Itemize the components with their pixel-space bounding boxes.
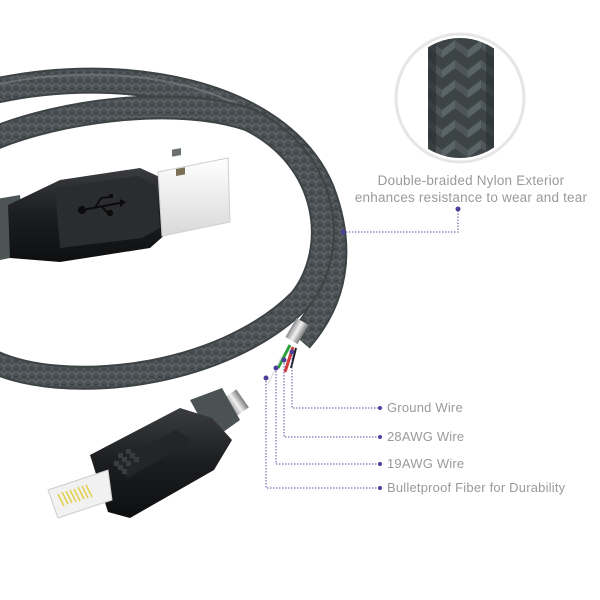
exterior-callout: Double-braided Nylon Exterior enhances r… — [340, 172, 600, 206]
28awg-wire-label: 28AWG Wire — [387, 429, 465, 444]
usb-symbol-icon — [78, 194, 126, 217]
usb-a-connector — [8, 148, 231, 262]
braid-magnifier — [394, 32, 526, 164]
bulletproof-fiber-label: Bulletproof Fiber for Durability — [387, 480, 566, 495]
19awg-wire-label: 19AWG Wire — [387, 456, 465, 471]
exterior-callout-line2: enhances resistance to wear and tear — [354, 190, 588, 205]
exterior-callout-line1: Double-braided Nylon Exterior — [377, 173, 565, 188]
ground-wire-label: Ground Wire — [387, 400, 463, 415]
dot-grid-logo-icon — [114, 449, 139, 474]
leader-lines — [265, 210, 459, 489]
lightning-connector — [47, 388, 249, 519]
